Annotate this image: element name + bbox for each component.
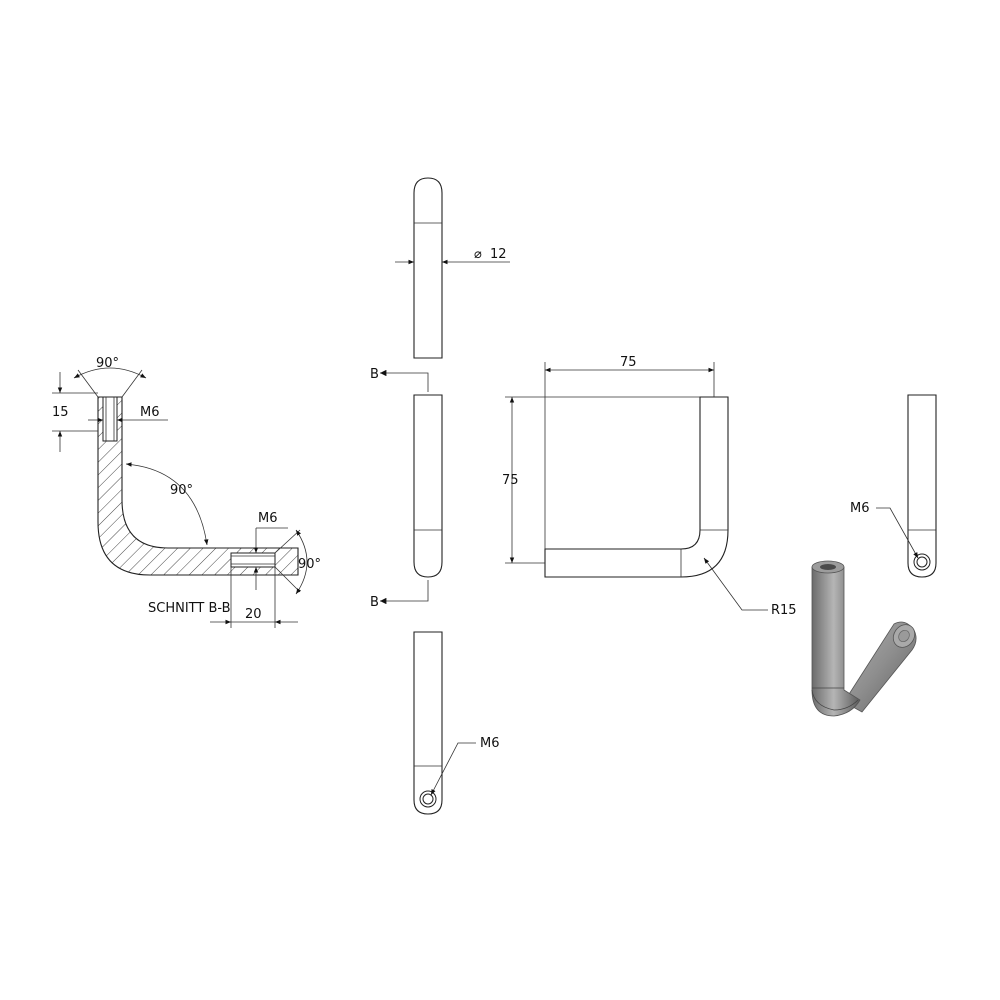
l-bracket xyxy=(544,396,729,578)
isometric-view xyxy=(811,560,917,717)
thread-hole-top xyxy=(102,396,118,442)
thread-hole-right xyxy=(230,552,276,568)
section-title: SCHNITT B-B xyxy=(148,601,231,616)
right-view-rod xyxy=(907,394,937,578)
radius-label: R15 xyxy=(771,603,797,618)
right-thread-label: M6 xyxy=(850,501,870,516)
front-view-rod xyxy=(413,394,443,578)
depth-15-label: 15 xyxy=(52,405,69,420)
bottom-thread-outer xyxy=(419,790,437,808)
section-hatched-body xyxy=(97,396,299,576)
right-view: M6 xyxy=(850,394,937,578)
thread-top-label: M6 xyxy=(140,405,160,420)
diameter-symbol: ⌀ xyxy=(474,247,482,262)
diameter-label: 12 xyxy=(490,247,507,262)
front-view: ⌀ 12 B B M6 xyxy=(370,177,510,815)
angle-top-label: 90° xyxy=(96,356,119,371)
section-view: 90° 15 M6 90° M6 90° 20 SCHNITT B-B xyxy=(52,356,321,628)
length-20-label: 20 xyxy=(245,607,262,622)
width-label: 75 xyxy=(620,355,637,370)
section-marker-top: B xyxy=(370,367,379,382)
top-view-rod xyxy=(413,177,443,359)
bottom-view-rod xyxy=(413,631,443,815)
height-label: 75 xyxy=(502,473,519,488)
angle-right-label: 90° xyxy=(298,557,321,572)
right-thread-outer xyxy=(913,553,931,571)
thread-right-label: M6 xyxy=(258,511,278,526)
right-thread-inner xyxy=(916,556,928,568)
bottom-thread-label: M6 xyxy=(480,736,500,751)
section-marker-bottom: B xyxy=(370,595,379,610)
angle-bend-label: 90° xyxy=(170,483,193,498)
iso-vertical-tube xyxy=(811,566,861,717)
bottom-thread-inner xyxy=(422,793,434,805)
side-view: 75 75 R15 xyxy=(502,355,797,618)
